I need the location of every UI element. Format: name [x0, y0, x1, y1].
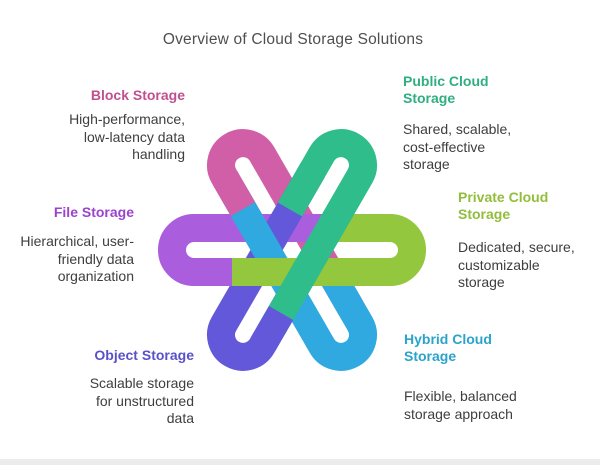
petal-hybrid [220, 184, 377, 371]
file-storage-label: File Storage [53, 204, 134, 220]
page-title: Overview of Cloud Storage Solutions [162, 31, 424, 48]
petal-layer [158, 129, 426, 371]
callout-public-cloud-storage: Public Cloud Storage Shared, scalable, c… [403, 73, 543, 174]
petal-file [158, 214, 372, 286]
public-cloud-storage-description: Shared, scalable, cost-effective storage [403, 121, 512, 173]
petal-block-patch [212, 170, 256, 217]
petal-private [212, 214, 426, 286]
petal-block [207, 129, 364, 316]
hybrid-cloud-storage-label: Hybrid Cloud Storage [404, 331, 492, 365]
petal-object [207, 162, 326, 371]
petal-object-patch [250, 305, 294, 352]
callout-file-storage: File Storage Hierarchical, user-friendly… [0, 204, 134, 286]
private-cloud-storage-description: Dedicated, secure, customizable storage [458, 239, 575, 291]
block-storage-description: High-performance, low-latency data handl… [69, 111, 185, 163]
callout-hybrid-cloud-storage: Hybrid Cloud Storage Flexible, balanced … [404, 331, 559, 423]
callout-object-storage: Object Storage Scalable storage for unst… [59, 347, 194, 428]
file-storage-description: Hierarchical, user-friendly data organiz… [20, 233, 134, 285]
private-cloud-storage-label: Private Cloud Storage [458, 189, 549, 223]
object-storage-label: Object Storage [94, 347, 194, 363]
object-storage-description: Scalable storage for unstructured data [89, 375, 194, 427]
block-storage-label: Block Storage [90, 87, 185, 103]
bottom-edge-strip [0, 459, 600, 465]
callout-block-storage: Block Storage High-performance, low-late… [53, 87, 185, 164]
public-cloud-storage-label: Public Cloud Storage [403, 73, 489, 107]
petal-public [258, 129, 377, 338]
hybrid-cloud-storage-description: Flexible, balanced storage approach [404, 388, 517, 422]
callout-private-cloud-storage: Private Cloud Storage Dedicated, secure,… [458, 189, 588, 292]
